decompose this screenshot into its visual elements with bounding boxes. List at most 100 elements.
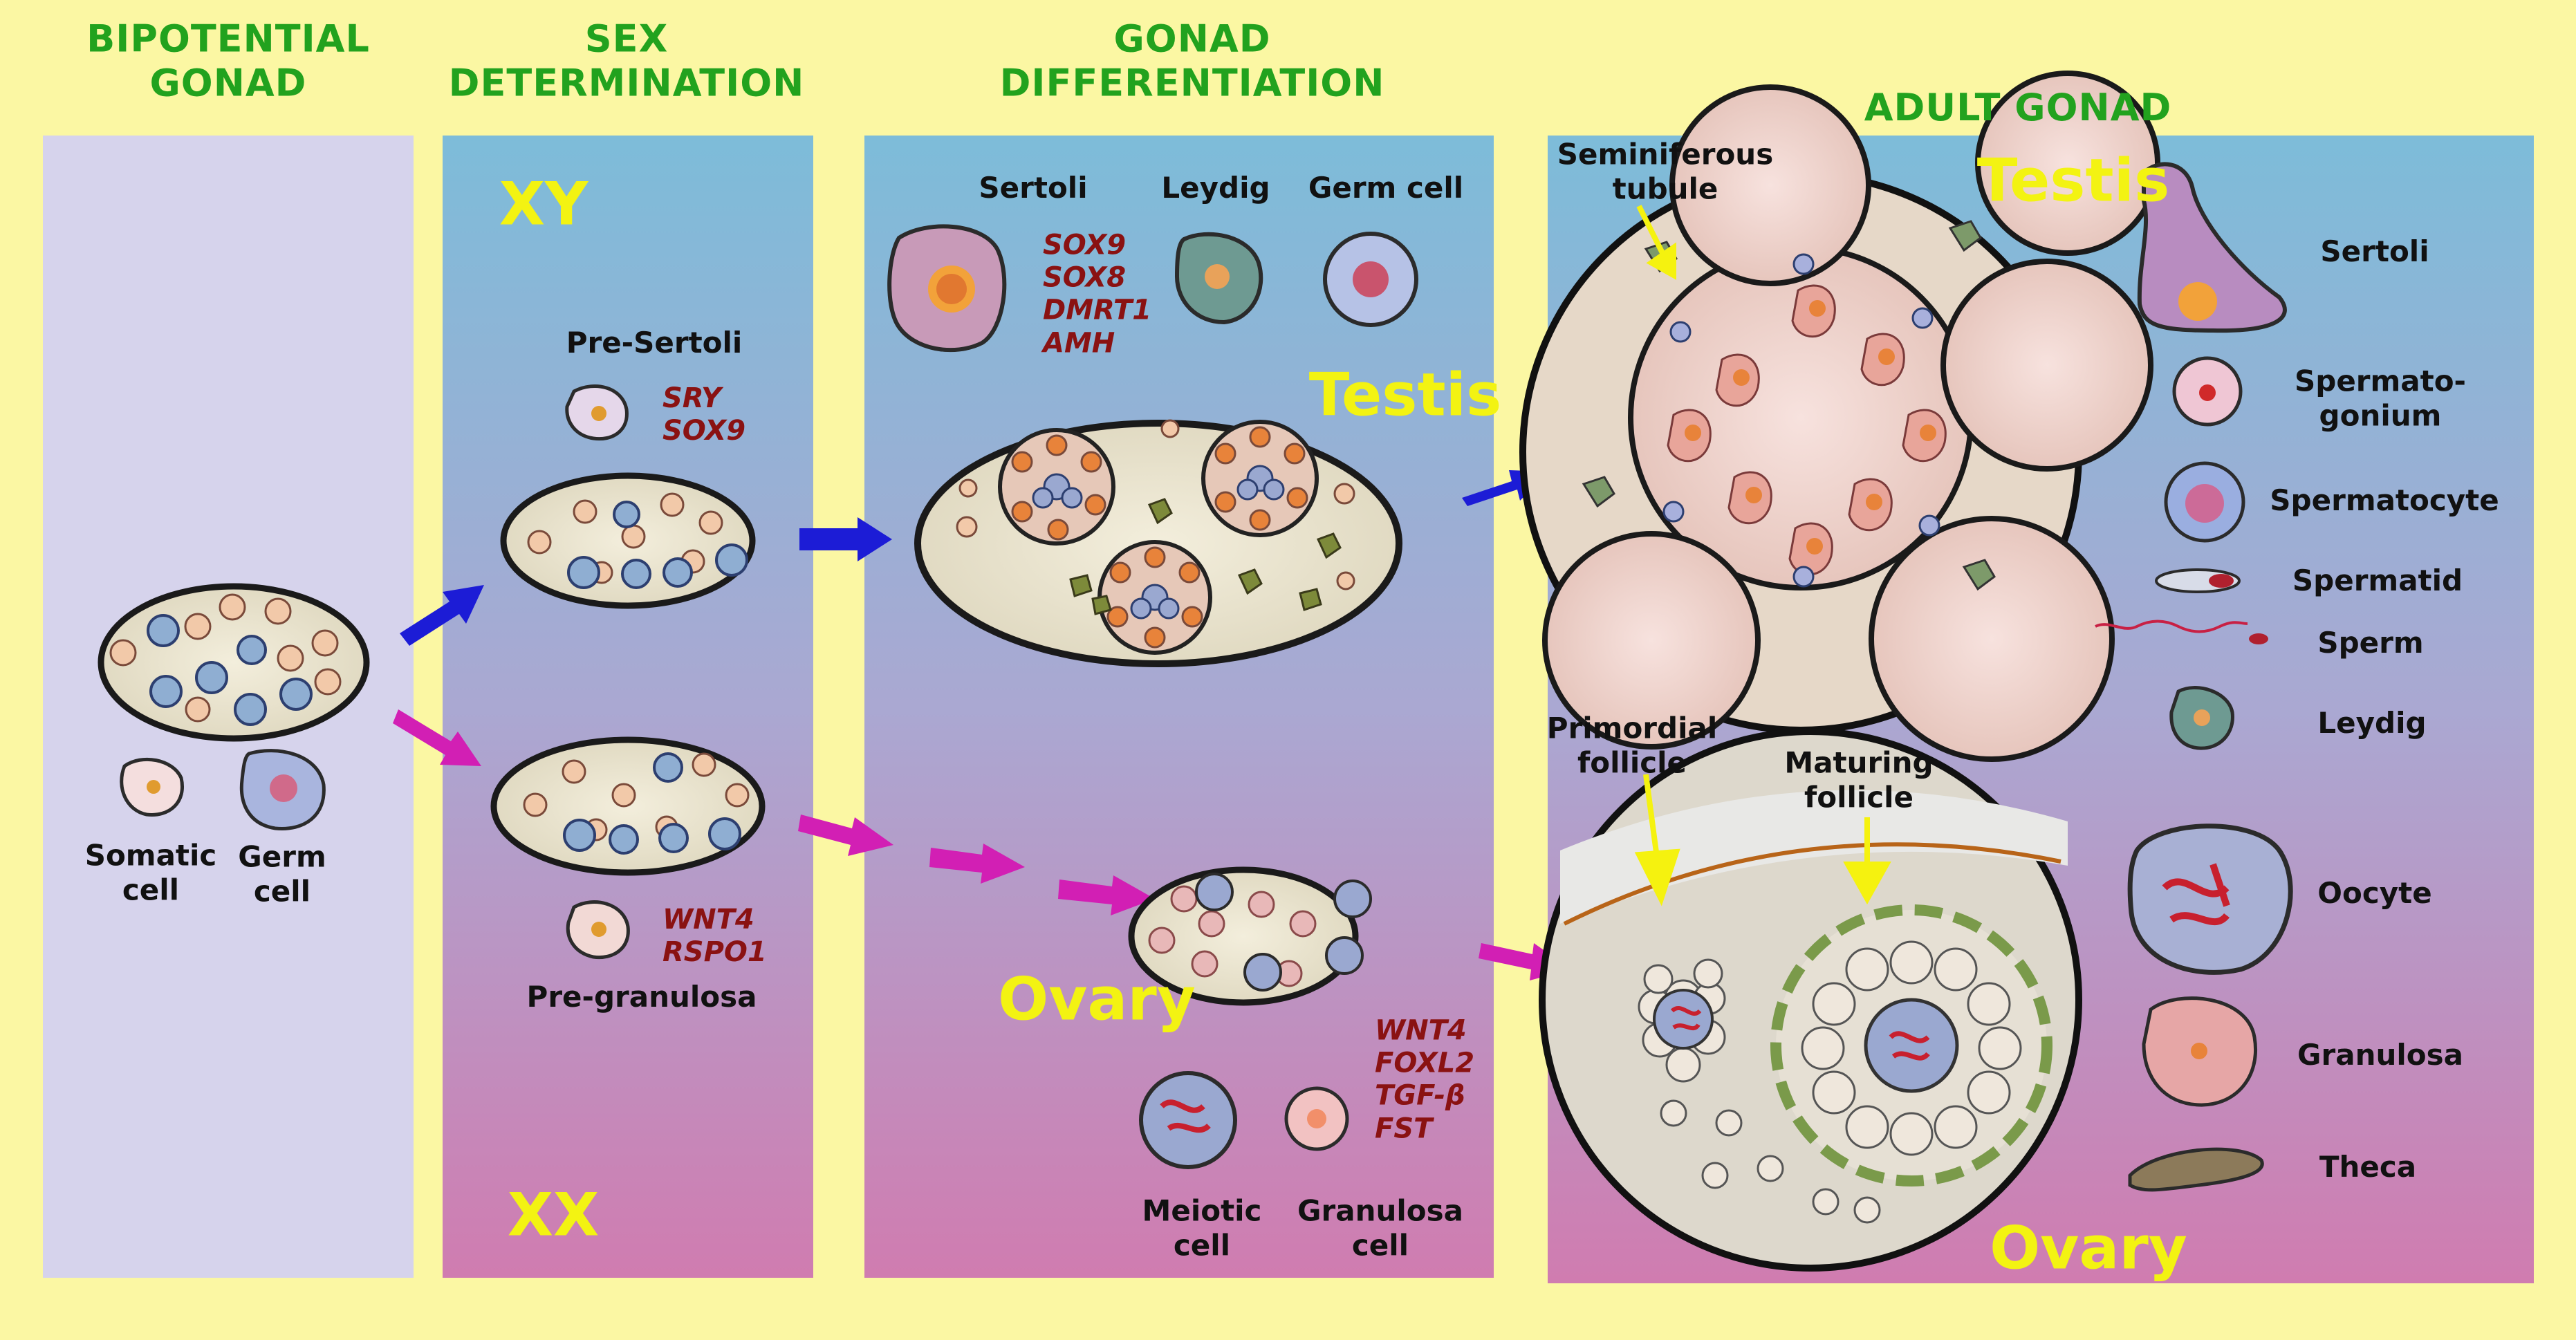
differentiating-testis-ellipse — [914, 419, 1402, 667]
header-sex-determination: SEX DETERMINATION — [449, 17, 805, 104]
legend-label-oocyte: Oocyte — [2317, 876, 2432, 911]
label-line: Somatic — [84, 838, 217, 873]
label-line: Spermato- — [2295, 364, 2466, 398]
header-bipotential-gonad: BIPOTENTIAL GONAD — [86, 17, 370, 104]
adult-testis-circle — [1519, 71, 2160, 762]
legend-label-granulosa: Granulosa — [2297, 1038, 2463, 1072]
label-line: Meiotic — [1142, 1193, 1262, 1228]
gene-amh: AMH — [1043, 327, 1115, 360]
label-ovary: Ovary — [998, 965, 1196, 1034]
gene-wnt4: WNT4 — [1375, 1014, 1467, 1047]
label-leydig: Leydig — [1161, 171, 1270, 205]
label-xy: XY — [499, 169, 589, 239]
label-germ-cell: Germ cell — [1308, 171, 1464, 205]
label-line: Primordial — [1546, 711, 1718, 745]
legend-spermatid-icon — [2155, 568, 2241, 593]
pointer-seminiferous-tubule — [1636, 205, 1676, 280]
header-line: DETERMINATION — [448, 61, 805, 104]
maturing-follicle — [1770, 904, 2053, 1187]
legend-granulosa-icon — [2142, 996, 2257, 1107]
bipotential-gonad-ellipse — [98, 583, 370, 742]
label-pre-sertoli: Pre-Sertoli — [566, 326, 743, 360]
gene-sox9: SOX9 — [662, 415, 746, 447]
label-adult-ovary: Ovary — [1990, 1213, 2187, 1283]
label-meiotic-cell: Meiotic cell — [1142, 1193, 1262, 1262]
panel-sex-determination — [443, 136, 813, 1278]
label-line: Germ — [238, 839, 326, 874]
gene-dmrt1: DMRT1 — [1043, 295, 1152, 326]
legend-sertoli-icon — [2137, 162, 2287, 333]
arrow-xx-to-ovary-2 — [929, 844, 1025, 884]
legend-theca-icon — [2128, 1147, 2264, 1192]
gene-foxl2: FOXL2 — [1375, 1047, 1475, 1079]
label-primordial-follicle: Primordial follicle — [1547, 711, 1717, 779]
label-germ-cell: Germ cell — [238, 839, 326, 908]
xy-gonad-ellipse — [500, 472, 756, 609]
header-line: DIFFERENTIATION — [999, 61, 1385, 104]
label-sertoli: Sertoli — [979, 171, 1088, 205]
label-somatic-cell: Somatic cell — [85, 838, 217, 906]
gene-sox9: SOX9 — [1043, 229, 1127, 261]
xx-gonad-ellipse — [490, 736, 766, 876]
label-line: cell — [253, 874, 311, 908]
granulosa-cell-icon — [1284, 1086, 1349, 1151]
gene-rspo1: RSPO1 — [662, 936, 767, 968]
label-line: Maturing — [1784, 745, 1934, 780]
label-line: cell — [1173, 1228, 1231, 1262]
label-line: follicle — [1577, 745, 1687, 779]
legend-label-spermatid: Spermatid — [2292, 564, 2463, 598]
label-line: tubule — [1612, 171, 1718, 205]
leydig-cell-icon — [1174, 232, 1263, 325]
legend-sperm-icon — [2095, 620, 2268, 644]
adult-ovary-circle — [1539, 728, 2082, 1272]
sertoli-cell-icon — [887, 224, 1007, 353]
granulosa-genes: WNT4 FOXL2 TGF-β FST — [1375, 1015, 1474, 1146]
arrow-xx-to-ovary-3 — [1058, 875, 1155, 915]
legend-label-theca: Theca — [2319, 1150, 2417, 1184]
label-granulosa-cell: Granulosa cell — [1297, 1193, 1463, 1262]
legend-label-spermatogonium: Spermato- gonium — [2295, 364, 2466, 432]
label-line: cell — [122, 873, 180, 906]
label-xx: XX — [507, 1180, 600, 1250]
germ-cell-icon — [1323, 232, 1418, 327]
pre-sertoli-genes: SRY SOX9 — [662, 382, 745, 447]
label-pre-granulosa: Pre-granulosa — [526, 980, 757, 1014]
legend-label-sperm: Sperm — [2317, 626, 2424, 660]
header-line: GONAD — [149, 61, 307, 104]
pointer-primordial-follicle — [1634, 774, 1680, 906]
header-gonad-differentiation: GONAD DIFFERENTIATION — [1000, 17, 1385, 104]
gene-wnt4: WNT4 — [662, 903, 754, 936]
legend-spermatogonium-icon — [2172, 356, 2243, 427]
header-line: SEX — [584, 17, 669, 61]
label-line: gonium — [2319, 398, 2442, 432]
label-seminiferous-tubule: Seminiferous tubule — [1557, 137, 1773, 205]
arrow-to-xy — [400, 585, 484, 646]
differentiating-ovary-ellipse — [1128, 866, 1372, 1006]
pointer-maturing-follicle — [1843, 817, 1891, 905]
legend-spermatocyte-icon — [2164, 461, 2245, 543]
pre-granulosa-genes: WNT4 RSPO1 — [662, 904, 767, 969]
label-adult-testis: Testis — [1976, 146, 2170, 216]
header-line: GONAD — [1113, 17, 1271, 61]
legend-label-leydig: Leydig — [2317, 706, 2427, 741]
legend-oocyte-icon — [2127, 823, 2293, 975]
legend-label-sertoli: Sertoli — [2320, 234, 2429, 269]
arrow-to-xx — [393, 709, 481, 766]
meiotic-cell-icon — [1139, 1071, 1237, 1169]
label-line: Granulosa — [1297, 1193, 1463, 1228]
label-line: follicle — [1804, 780, 1914, 814]
pre-granulosa-cell-icon — [566, 900, 630, 960]
label-line: Seminiferous — [1557, 137, 1774, 171]
gene-sry: SRY — [662, 382, 721, 414]
label-maturing-follicle: Maturing follicle — [1784, 745, 1933, 814]
legend-leydig-icon — [2169, 686, 2234, 750]
arrow-xy-to-testis — [799, 517, 892, 561]
label-testis: Testis — [1308, 360, 1502, 430]
gene-tgf-beta: TGF-β — [1375, 1080, 1465, 1112]
pre-sertoli-cell-icon — [565, 384, 629, 441]
germ-cell-icon — [239, 749, 326, 830]
label-line: cell — [1351, 1228, 1409, 1262]
somatic-cell-icon — [120, 757, 184, 817]
gene-fst: FST — [1375, 1113, 1433, 1145]
